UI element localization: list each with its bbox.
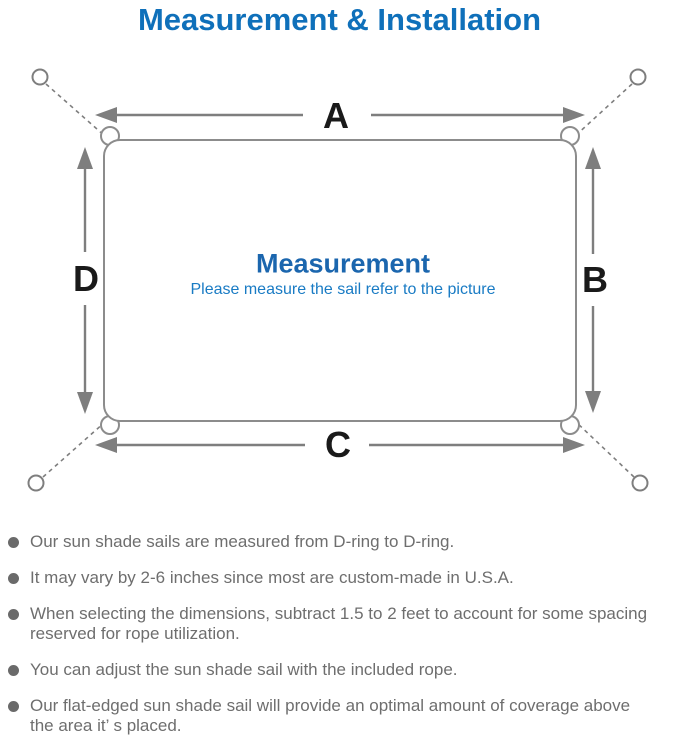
rope-dashed-lines (42, 83, 635, 478)
list-item: You can adjust the sun shade sail with t… (8, 660, 679, 680)
note-text: You can adjust the sun shade sail with t… (30, 660, 458, 679)
arrowhead-left-icon (95, 107, 117, 123)
diagram-subtitle: Please measure the sail refer to the pic… (190, 281, 496, 298)
note-text: It may vary by 2-6 inches since most are… (30, 568, 514, 587)
arrowhead-up-icon (77, 147, 93, 169)
anchor-point-icon (631, 474, 649, 492)
bullet-dot-icon (8, 537, 19, 548)
list-item: When selecting the dimensions, subtract … (8, 604, 679, 644)
page-title: Measurement & Installation (137, 2, 542, 37)
bullet-dot-icon (8, 665, 19, 676)
arrowhead-down-icon (77, 392, 93, 414)
list-item: It may vary by 2-6 inches since most are… (8, 568, 679, 588)
arrowhead-right-icon (563, 437, 585, 453)
shade-sail-outline (103, 139, 577, 422)
arrowhead-right-icon (563, 107, 585, 123)
rope-line-top-right (573, 83, 633, 138)
anchor-point-icon (27, 474, 45, 492)
rope-line-bottom-right (574, 420, 635, 478)
rope-line-top-left (45, 83, 107, 138)
anchor-point-icon (31, 68, 49, 86)
bullet-dot-icon (8, 573, 19, 584)
diagram-heading: Measurement (255, 248, 431, 279)
note-text: Our flat-edged sun shade sail will provi… (30, 696, 631, 735)
note-text: When selecting the dimensions, subtract … (30, 604, 648, 643)
note-text: Our sun shade sails are measured from D-… (30, 532, 455, 551)
arrowhead-down-icon (585, 391, 601, 413)
notes-list: Our sun shade sails are measured from D-… (8, 532, 679, 739)
bullet-dot-icon (8, 609, 19, 620)
dimension-label-b: B (582, 259, 608, 300)
rope-line-bottom-left (42, 421, 106, 478)
dimension-label-a: A (323, 95, 349, 136)
bullet-dot-icon (8, 701, 19, 712)
dimension-label-c: C (325, 424, 351, 465)
anchor-points (27, 68, 649, 492)
dimension-arrows (77, 107, 601, 453)
list-item: Our flat-edged sun shade sail will provi… (8, 696, 679, 736)
anchor-point-icon (629, 68, 647, 86)
dimension-label-d: D (73, 258, 99, 299)
arrowhead-left-icon (95, 437, 117, 453)
list-item: Our sun shade sails are measured from D-… (8, 532, 679, 552)
arrowhead-up-icon (585, 147, 601, 169)
